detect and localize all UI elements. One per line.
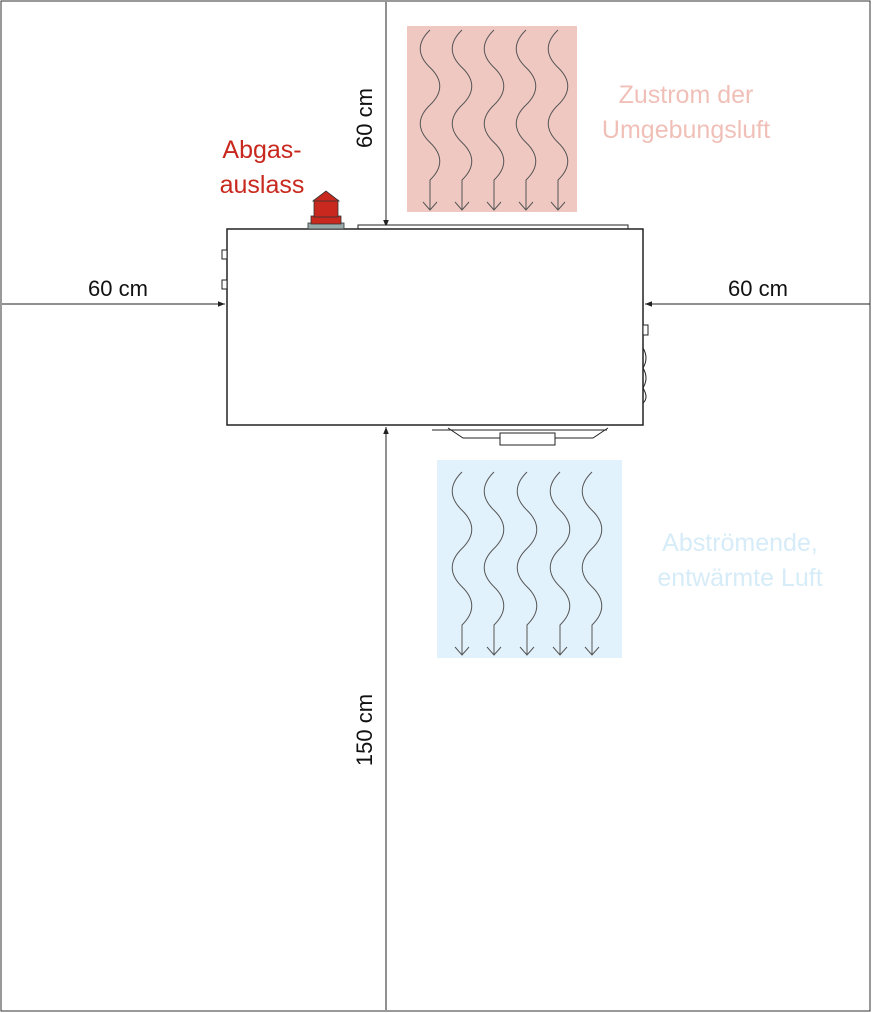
- heater-unit: [221, 224, 649, 446]
- airflow-arrow: [419, 29, 441, 211]
- airflow-arrow: [547, 29, 569, 211]
- airflow-arrow: [516, 471, 538, 656]
- airflow-arrow: [549, 471, 571, 656]
- outflow-label-line1: Abströmende,: [662, 529, 818, 557]
- airflow-arrow: [515, 29, 537, 211]
- airflow-arrow: [451, 29, 473, 211]
- left-clearance-label: 60 cm: [88, 276, 148, 301]
- outflow-zone: [437, 460, 622, 658]
- airflow-arrow: [451, 471, 473, 656]
- outflow-label-line2: entwärmte Luft: [657, 564, 822, 592]
- airflow-arrow: [483, 29, 505, 211]
- inflow-zone: [407, 26, 577, 212]
- inflow-label-line2: Umgebungsluft: [602, 116, 770, 144]
- right-clearance-label: 60 cm: [728, 276, 788, 301]
- exhaust-label-line1: Abgas-: [222, 136, 301, 164]
- top-clearance-label: 60 cm: [352, 88, 377, 148]
- airflow-arrow: [581, 471, 603, 656]
- exhaust-label-line2: auslass: [220, 171, 305, 199]
- bottom-clearance-label: 150 cm: [352, 694, 377, 766]
- exhaust-outlet: [307, 190, 345, 230]
- inflow-label-line1: Zustrom der: [619, 81, 754, 109]
- airflow-arrow: [483, 471, 505, 656]
- inflow-arrows: [419, 29, 569, 211]
- outflow-arrows: [451, 471, 603, 656]
